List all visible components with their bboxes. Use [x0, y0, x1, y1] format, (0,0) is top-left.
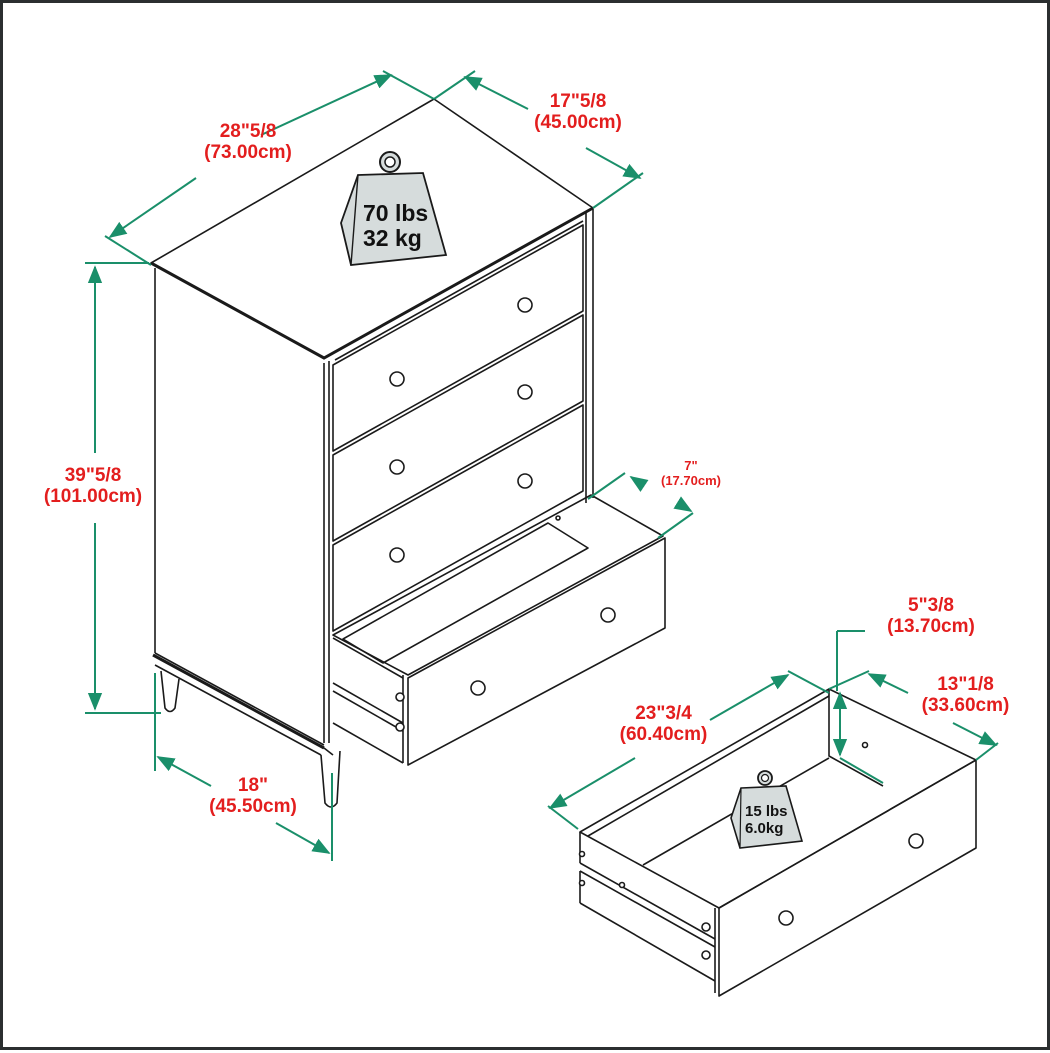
- knob-icon: [600, 607, 616, 623]
- drawer-width-label: 13"1/8 (33.60cm): [903, 674, 1028, 717]
- drawer-weight-label: 15 lbs 6.0kg: [745, 803, 788, 837]
- knob-icon: [389, 547, 405, 563]
- chest-height-label: 39"5/8 (101.00cm): [28, 465, 158, 508]
- drawer-opening-metric: (17.70cm): [661, 472, 721, 488]
- knob-icon: [517, 473, 533, 489]
- chest-height-imperial: 39"5/8: [64, 465, 122, 486]
- chest-width-label: 28"5/8 (73.00cm): [188, 121, 308, 164]
- leg-depth-imperial: 18": [237, 775, 269, 796]
- knob-icon: [389, 371, 405, 387]
- chest-depth-metric: (45.00cm): [534, 112, 622, 134]
- chest-width-imperial: 28"5/8: [219, 121, 277, 142]
- drawer-width-imperial: 13"1/8: [937, 674, 994, 695]
- drawer-weight-icon: [730, 770, 804, 849]
- drawer-weight-imperial: 15 lbs: [745, 803, 788, 820]
- knob-icon: [908, 833, 924, 849]
- leg-depth-metric: (45.50cm): [209, 796, 297, 818]
- chest-width-metric: (73.00cm): [204, 142, 292, 164]
- drawer-height-imperial: 5"3/8: [908, 595, 954, 616]
- drawer-weight-metric: 6.0kg: [745, 819, 784, 837]
- chest-height-metric: (101.00cm): [43, 486, 143, 508]
- drawer-opening-label: 7" (17.70cm): [645, 458, 737, 488]
- drawer-length-metric: (60.40cm): [619, 724, 708, 746]
- chest-depth-imperial: 17"5/8: [549, 91, 607, 112]
- chest-illustration: [85, 70, 999, 997]
- chest-knobs: [389, 297, 616, 696]
- drawer-height-label: 5"3/8 (13.70cm): [871, 595, 991, 638]
- knob-icon: [517, 384, 533, 400]
- chest-weight-icon: [340, 151, 448, 266]
- chest-weight-imperial: 70 lbs: [363, 200, 429, 226]
- drawer-length-label: 23"3/4 (60.40cm): [601, 703, 726, 746]
- chest-drawers: [332, 220, 666, 766]
- knob-icon: [389, 459, 405, 475]
- drawer-width-metric: (33.60cm): [921, 695, 1010, 717]
- drawer-length-imperial: 23"3/4: [635, 703, 692, 724]
- chest-weight-metric: 32 kg: [363, 225, 422, 252]
- drawer-opening-imperial: 7": [684, 458, 698, 473]
- knob-icon: [778, 910, 794, 926]
- drawer-height-metric: (13.70cm): [887, 616, 975, 638]
- knob-icon: [517, 297, 533, 313]
- chest-depth-label: 17"5/8 (45.00cm): [518, 91, 638, 134]
- dimension-lines: [85, 70, 999, 861]
- chest-weight-label: 70 lbs 32 kg: [363, 200, 429, 252]
- leg-depth-label: 18" (45.50cm): [193, 775, 313, 818]
- knob-icon: [470, 680, 486, 696]
